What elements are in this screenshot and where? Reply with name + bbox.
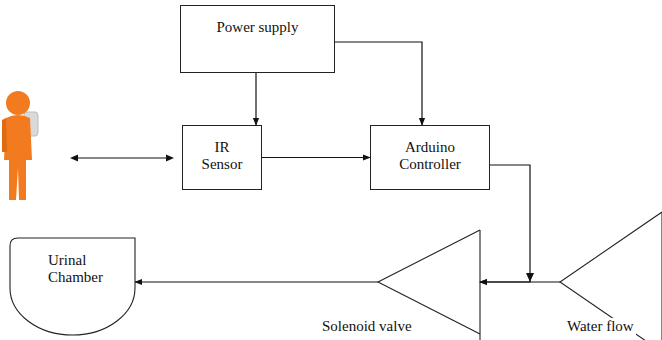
outline-stroke [560, 212, 662, 340]
node-label: IR Sensor [196, 139, 248, 174]
junction-arrowhead [526, 273, 534, 282]
node-label: Power supply [216, 19, 298, 36]
node-label: Water flow [565, 318, 636, 335]
flow-connector [480, 281, 560, 282]
node-label: Arduino Controller [390, 139, 470, 174]
person-figure [2, 91, 38, 200]
sensor-box: IR Sensor [182, 125, 262, 190]
process-box: Power supply [180, 5, 335, 73]
flow-connector [335, 42, 422, 125]
outline-stroke [479, 230, 480, 340]
flow-connector [255, 73, 256, 125]
outline-stroke [10, 238, 135, 335]
flow-connector [262, 157, 370, 158]
controller-box: Arduino Controller [370, 125, 490, 190]
chamber-shape: Urinal Chamber [10, 238, 135, 335]
node-label: Urinal Chamber [46, 252, 125, 287]
sensing-arrow [70, 155, 174, 162]
flow-triangle: Water flow [560, 212, 662, 340]
valve-triangle: Solenoid valve [378, 230, 480, 340]
flow-connector [135, 281, 378, 282]
node-label: Solenoid valve [320, 318, 414, 335]
outline-stroke [661, 212, 662, 340]
